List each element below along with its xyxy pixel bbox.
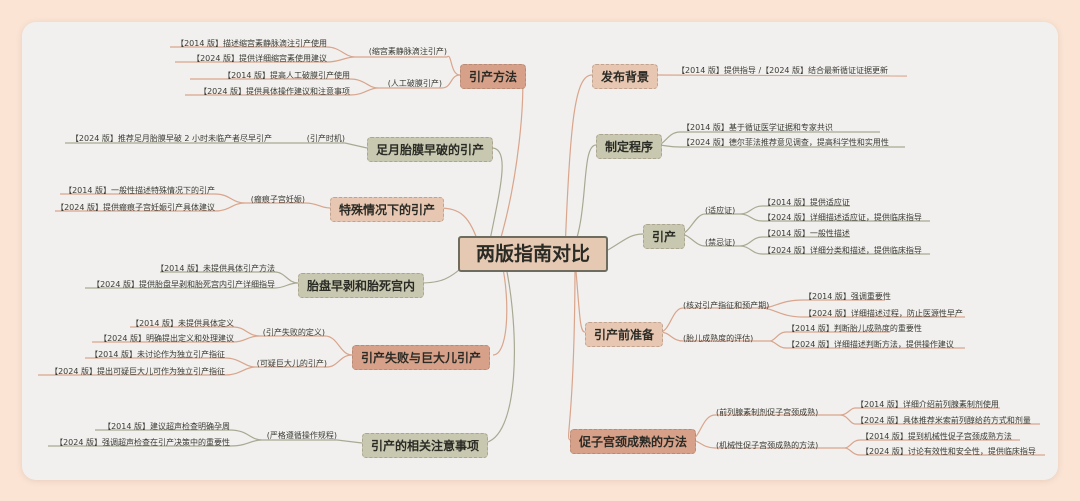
- leaf: 【2024 版】提供瘢痕子宫妊娠引产具体建议: [56, 203, 215, 212]
- sub-label: (前列腺素制剂促子宫颈成熟): [716, 408, 819, 417]
- sub-label: (机械性促子宫颈成熟的方法): [716, 441, 819, 450]
- leaf: 【2014 版】强调重要性: [804, 292, 891, 301]
- leaf: 【2014 版】提供指导 /【2024 版】结合最新循证证据更新: [677, 66, 889, 75]
- leaf: 【2014 版】判断胎儿成熟度的重要性: [787, 324, 922, 333]
- leaf: 【2024 版】详细描述过程，防止医源性早产: [804, 309, 963, 318]
- central-topic[interactable]: 两版指南对比: [458, 236, 608, 272]
- node-placental-abruption-fetal-death[interactable]: 胎盘早剥和胎死宫内: [298, 273, 425, 298]
- node-cervical-ripening-methods[interactable]: 促子宫颈成熟的方法: [570, 429, 697, 454]
- leaf: 【2014 版】提供适应证: [763, 198, 850, 207]
- sub-label: (引产失败的定义): [262, 328, 325, 337]
- node-induction-methods[interactable]: 引产方法: [460, 64, 527, 89]
- sub-label: (瘢痕子宫妊娠): [250, 195, 305, 204]
- leaf: 【2024 版】详细分类和描述，提供临床指导: [763, 246, 922, 255]
- node-special-situations[interactable]: 特殊情况下的引产: [330, 197, 445, 222]
- leaf: 【2014 版】未讨论作为独立引产指征: [90, 350, 225, 359]
- node-prom-induction[interactable]: 足月胎膜早破的引产: [367, 137, 494, 162]
- leaf: 【2024 版】讨论有效性和安全性，提供临床指导: [861, 447, 1036, 456]
- leaf: 【2014 版】未提供具体引产方法: [156, 264, 275, 273]
- node-formulation-procedure[interactable]: 制定程序: [596, 134, 663, 159]
- leaf: 【2024 版】提出可疑巨大儿可作为独立引产指征: [50, 367, 225, 376]
- leaf: 【2024 版】强调超声检查在引产决策中的重要性: [55, 438, 230, 447]
- leaf: 【2024 版】推荐足月胎膜早破 2 小时未临产者尽早引产: [70, 134, 272, 143]
- leaf: 【2024 版】具体推荐米索前列醇给药方式和剂量: [856, 416, 1031, 425]
- leaf: 【2024 版】提供胎盘早剥和胎死宫内引产详细指导: [92, 280, 275, 289]
- node-pre-induction-preparation[interactable]: 引产前准备: [585, 322, 664, 347]
- sub-label: (适应证): [705, 206, 736, 215]
- leaf: 【2014 版】提到机械性促子宫颈成熟方法: [861, 432, 1012, 441]
- sub-label: (禁忌证): [705, 238, 736, 247]
- leaf: 【2014 版】建议超声检查明确孕周: [103, 422, 230, 431]
- sub-label: (可疑巨大儿的引产): [256, 359, 327, 368]
- leaf: 【2014 版】详细介绍前列腺素制剂使用: [856, 400, 999, 409]
- sub-label: (核对引产指征和预产期): [683, 301, 770, 310]
- sub-label: (缩宫素静脉滴注引产): [368, 47, 447, 56]
- sub-label: (人工破膜引产): [387, 79, 442, 88]
- leaf: 【2014 版】未提供具体定义: [131, 319, 234, 328]
- leaf: 【2024 版】详细描述判断方法，提供操作建议: [787, 340, 954, 349]
- node-release-background[interactable]: 发布背景: [592, 64, 659, 89]
- leaf: 【2024 版】德尔菲法推荐意见调查，提高科学性和实用性: [682, 138, 889, 147]
- sub-label: (胎儿成熟度的评估): [683, 334, 754, 343]
- leaf: 【2014 版】描述缩宫素静脉滴注引产使用: [176, 39, 327, 48]
- leaf: 【2014 版】基于循证医学证据和专家共识: [682, 123, 833, 132]
- leaf: 【2024 版】提供具体操作建议和注意事项: [199, 87, 350, 96]
- leaf: 【2024 版】明确提出定义和处理建议: [99, 334, 234, 343]
- leaf: 【2014 版】一般性描述: [763, 229, 850, 238]
- node-failed-induction-macrosomia[interactable]: 引产失败与巨大儿引产: [352, 345, 491, 370]
- leaf: 【2014 版】一般性描述特殊情况下的引产: [64, 186, 215, 195]
- sub-label: (严格遵循操作规程): [266, 431, 337, 440]
- leaf: 【2024 版】详细描述适应证，提供临床指导: [763, 213, 922, 222]
- node-induction[interactable]: 引产: [643, 224, 686, 249]
- node-induction-precautions[interactable]: 引产的相关注意事项: [362, 433, 489, 458]
- leaf: 【2014 版】提高人工破膜引产使用: [223, 71, 350, 80]
- leaf: 【2024 版】提供详细缩宫素使用建议: [192, 54, 327, 63]
- sub-label: (引产时机): [306, 134, 345, 143]
